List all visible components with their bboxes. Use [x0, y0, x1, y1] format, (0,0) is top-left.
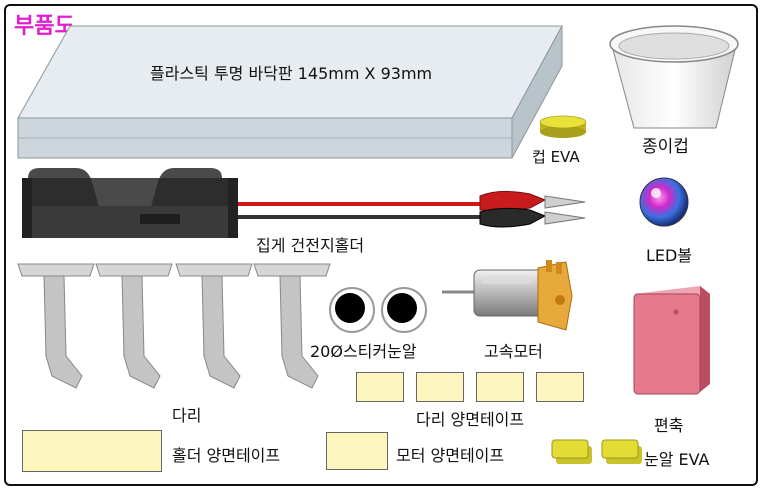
cup-eva-label: 컵 EVA: [532, 148, 580, 166]
plastic-base-label: 플라스틱 투명 바닥판 145mm X 93mm: [150, 64, 433, 83]
holder-tape-label: 홀더 양면테이프: [172, 446, 281, 465]
leg-1: [17, 263, 95, 389]
sticker-eye-right: [381, 287, 427, 333]
eye-eva-block-1: [551, 439, 592, 464]
sticker-eye-left: [329, 287, 375, 333]
sticker-eyes-label: 20Ø스티커눈알: [310, 342, 417, 361]
leg-tape-label: 다리 양면테이프: [416, 410, 525, 429]
legs-label: 다리: [172, 406, 202, 425]
leg-tape-2: [416, 372, 464, 402]
leg-4: [253, 263, 331, 389]
motor-label: 고속모터: [484, 342, 543, 361]
eye-eva-block-2: [601, 439, 642, 464]
red-alligator-clip: [479, 190, 586, 212]
led-ball-label: LED볼: [646, 246, 693, 265]
cup-eva-disc: [539, 115, 587, 138]
motor-tape: [326, 432, 388, 470]
sponge-label: 편축: [654, 416, 684, 435]
leg-2: [95, 263, 173, 389]
paper-cup-label: 종이컵: [642, 137, 689, 157]
eye-eva-label: 눈알 EVA: [644, 450, 710, 469]
leg-tape-1: [356, 372, 404, 402]
sponge-block: [633, 286, 710, 395]
motor-tape-label: 모터 양면테이프: [396, 446, 505, 465]
paper-cup: [609, 25, 739, 129]
high-speed-motor: [442, 260, 573, 331]
plastic-base-plate: [17, 25, 563, 159]
leg-tape-3: [476, 372, 524, 402]
leg-3: [175, 263, 253, 389]
holder-tape: [22, 430, 162, 472]
battery-holder: [22, 168, 238, 238]
leg-tape-4: [536, 372, 584, 402]
battery-holder-label: 집게 건전지홀더: [256, 236, 365, 255]
clip-wires: [238, 202, 484, 219]
led-ball: [639, 177, 689, 227]
black-alligator-clip: [479, 207, 586, 228]
